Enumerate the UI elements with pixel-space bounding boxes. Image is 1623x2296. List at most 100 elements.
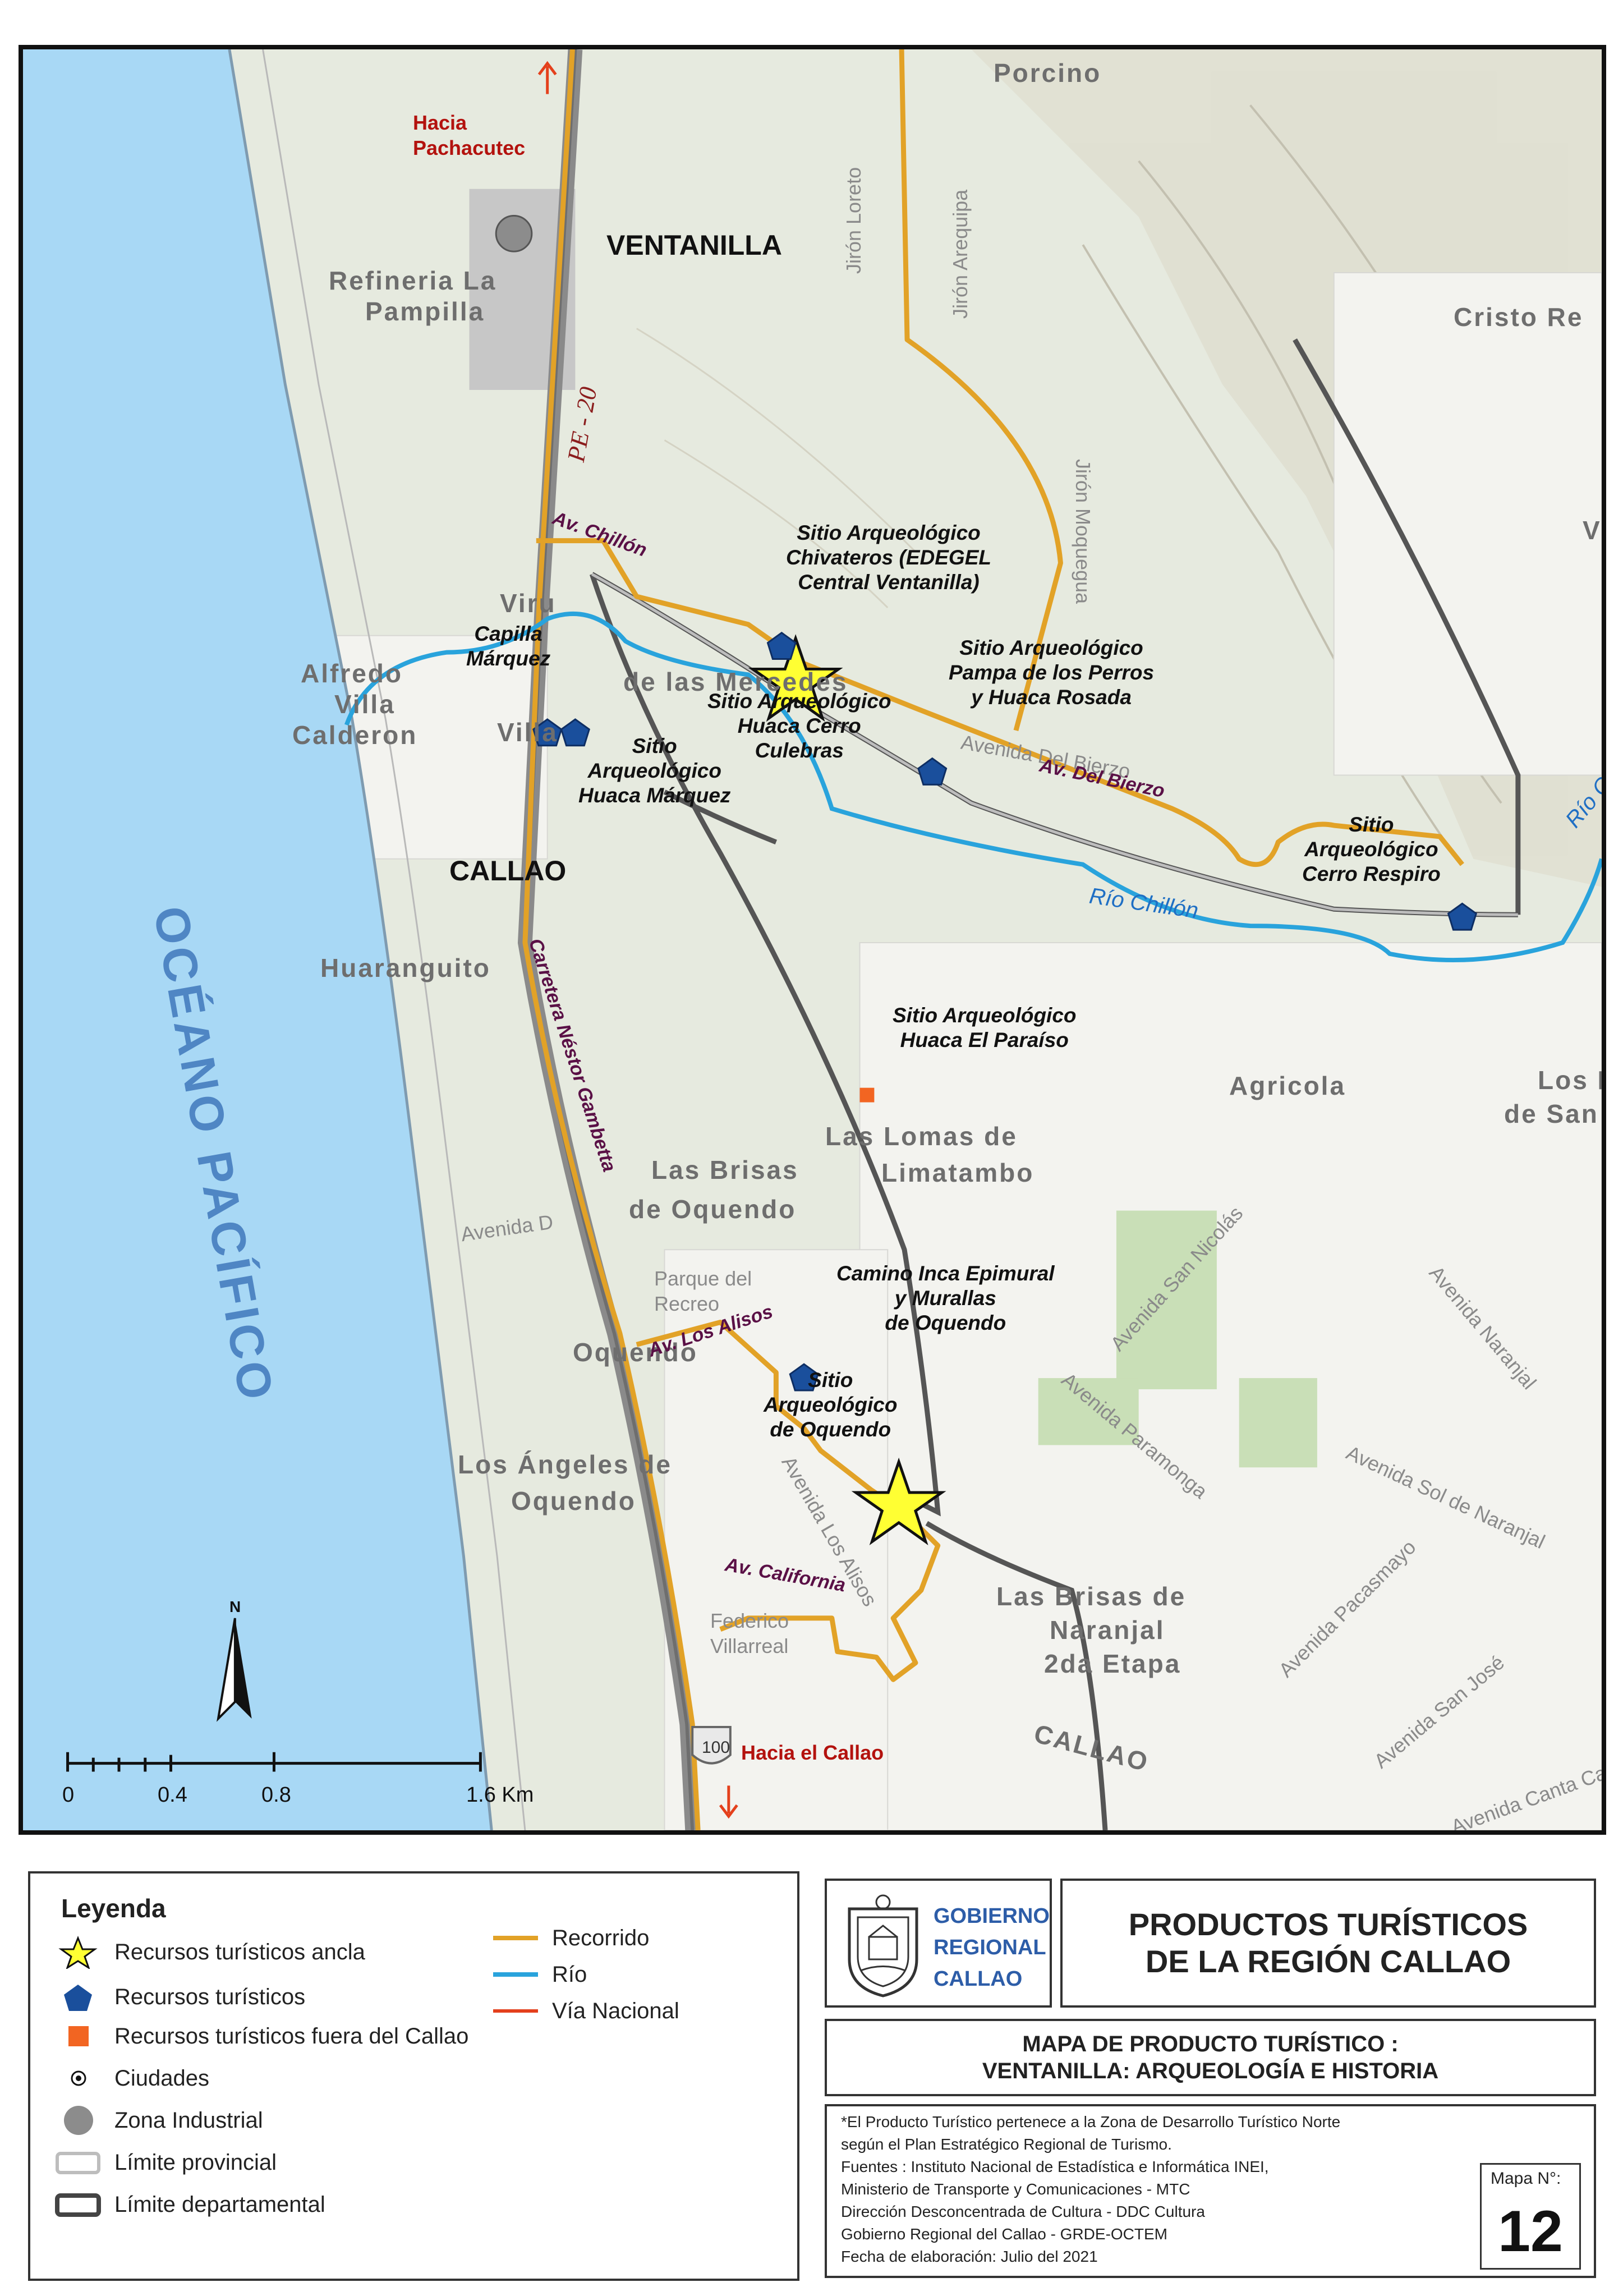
highway-shield-label: 100 xyxy=(702,1738,730,1757)
resource-cerro-respiro xyxy=(1447,902,1478,931)
title-panel: PRODUCTOS TURÍSTICOS DE LA REGIÓN CALLAO xyxy=(1060,1879,1596,2008)
legend-anchor-star-icon xyxy=(58,1935,98,1970)
map-number: 12 xyxy=(1498,2199,1563,2264)
tour-route xyxy=(522,49,1464,1830)
place-naranjal-1: Las Brisas de xyxy=(996,1582,1187,1611)
logo-panel: GOBIERNO REGIONAL CALLAO xyxy=(825,1879,1052,2008)
place-los-r: Los R xyxy=(1538,1066,1602,1095)
pacific-ocean xyxy=(23,49,492,1830)
resource-camino-inca xyxy=(789,1363,819,1392)
note-line: Dirección Desconcentrada de Cultura - DD… xyxy=(841,2203,1205,2220)
place-viru: Viru xyxy=(500,589,557,618)
national-road-arrow-south xyxy=(719,1785,738,1819)
legend-square-icon xyxy=(68,2026,89,2046)
place-parque-1: Parque del xyxy=(654,1267,752,1290)
map-frame: Porcino Refineria La Pampilla VENTANILLA… xyxy=(19,45,1606,1835)
place-mercedes: de las Mercedes xyxy=(623,667,848,696)
direction-north-1: Hacia xyxy=(413,111,467,134)
resource-outside-huaca-el-paraiso xyxy=(859,1087,875,1103)
anchor-star-oquendo[interactable] xyxy=(851,1457,946,1545)
scale-label-08: 0.8 xyxy=(261,1783,291,1807)
subtitle-panel: MAPA DE PRODUCTO TURÍSTICO : VENTANILLA:… xyxy=(825,2019,1596,2096)
map-canvas[interactable] xyxy=(23,49,1602,1830)
legend-item-industrial: Zona Industrial xyxy=(53,2104,263,2137)
direction-north-2: Pachacutec xyxy=(413,136,526,159)
resource-capilla-marquez xyxy=(532,718,563,747)
note-line: *El Producto Turístico pertenece a la Zo… xyxy=(841,2113,1341,2130)
place-cristo: Cristo Re xyxy=(1454,302,1584,332)
place-callao-big: CALLAO xyxy=(449,855,567,887)
legend-item-provincial: Límite provincial xyxy=(53,2146,277,2179)
note-line: Fuentes : Instituto Nacional de Estadíst… xyxy=(841,2158,1269,2175)
place-v: V xyxy=(1583,516,1602,545)
scale-label-16: 1.6 Km xyxy=(466,1783,534,1807)
place-de-san: de San xyxy=(1504,1099,1599,1128)
resource-pampa-perros xyxy=(917,757,948,786)
national-road-arrow-north xyxy=(537,61,557,94)
resource-chivateros xyxy=(766,631,797,660)
legend-item-resource: Recursos turísticos xyxy=(53,1980,305,2014)
note-line: según el Plan Estratégico Regional de Tu… xyxy=(841,2136,1172,2153)
direction-south: Hacia el Callao xyxy=(741,1741,884,1764)
anchor-star-chivateros[interactable] xyxy=(748,634,843,722)
notes-panel: *El Producto Turístico pertenece a la Zo… xyxy=(825,2104,1596,2278)
place-brisas-2: de Oquendo xyxy=(629,1195,797,1224)
place-parque-2: Recreo xyxy=(654,1292,720,1315)
street-moquegua: Jirón Moquegua xyxy=(1072,459,1095,604)
legend-item-cities: Ciudades xyxy=(53,2061,209,2095)
place-villa-2: Villa xyxy=(497,718,558,747)
scale-label-04: 0.4 xyxy=(158,1783,187,1807)
note-line: Fecha de elaboración: Julio del 2021 xyxy=(841,2248,1098,2265)
place-naranjal-3: 2da Etapa xyxy=(1044,1649,1181,1678)
legend-item-departmental: Límite departamental xyxy=(53,2188,325,2221)
place-brisas-1: Las Brisas xyxy=(651,1155,799,1184)
note-line: Gobierno Regional del Callao - GRDE-OCTE… xyxy=(841,2225,1167,2243)
logo-text: GOBIERNO REGIONAL CALLAO xyxy=(934,1904,1050,1991)
legend-city-dot-icon xyxy=(76,2075,81,2081)
scale-bar xyxy=(66,1752,482,1772)
legend-item-national-road: Vía Nacional xyxy=(493,1998,679,2023)
place-lomas-2: Limatambo xyxy=(881,1158,1035,1187)
place-lomas-1: Las Lomas de xyxy=(825,1122,1018,1151)
place-oquendo: Oquendo xyxy=(573,1338,698,1367)
legend-industrial-circle-icon xyxy=(64,2106,93,2135)
place-agricola: Agricola xyxy=(1229,1071,1346,1100)
legend-departmental-boundary-icon xyxy=(55,2193,101,2217)
north-letter: N xyxy=(229,1598,241,1615)
legend-title: Leyenda xyxy=(61,1894,166,1923)
place-angeles-1: Los Ángeles de xyxy=(458,1450,672,1479)
place-porcino: Porcino xyxy=(994,58,1102,88)
place-ventanilla: VENTANILLA xyxy=(606,229,782,261)
legend-item-anchor: Recursos turísticos ancla xyxy=(53,1935,365,1970)
street-loreto: Jirón Loreto xyxy=(842,167,865,274)
legend-item-route: Recorrido xyxy=(493,1925,650,1950)
place-refineria-line2: Pampilla xyxy=(365,297,485,326)
scale-label-0: 0 xyxy=(62,1783,75,1807)
map-subtitle: MAPA DE PRODUCTO TURÍSTICO : VENTANILLA:… xyxy=(982,2032,1439,2083)
place-federico-1: Federico xyxy=(710,1609,789,1632)
place-huaranguito: Huaranguito xyxy=(320,953,491,982)
rio-chillon xyxy=(344,611,1602,963)
street-arequipa: Jirón Arequipa xyxy=(949,189,972,319)
place-angeles-2: Oquendo xyxy=(511,1486,636,1516)
place-refineria: Refineria La xyxy=(329,266,497,295)
industrial-zone-marker xyxy=(495,215,533,252)
regional-seal-icon xyxy=(848,1894,918,1997)
highway-shield-100 xyxy=(691,1725,732,1765)
main-title: PRODUCTOS TURÍSTICOS DE LA REGIÓN CALLAO xyxy=(1128,1907,1528,1979)
place-calderon: Calderon xyxy=(292,720,418,750)
note-line: Ministerio de Transporte y Comunicacione… xyxy=(841,2180,1190,2198)
map-number-label: Mapa N°: xyxy=(1491,2169,1561,2188)
park-areas xyxy=(1038,1210,1317,1468)
legend-panel: Leyenda Recursos turísticos ancla Recurs… xyxy=(28,1871,799,2281)
legend-provincial-boundary-icon xyxy=(56,2152,100,2174)
place-naranjal-2: Naranjal xyxy=(1050,1615,1165,1645)
legend-pentagon-icon xyxy=(64,1985,92,2011)
place-alfredo: Alfredo xyxy=(301,659,403,688)
